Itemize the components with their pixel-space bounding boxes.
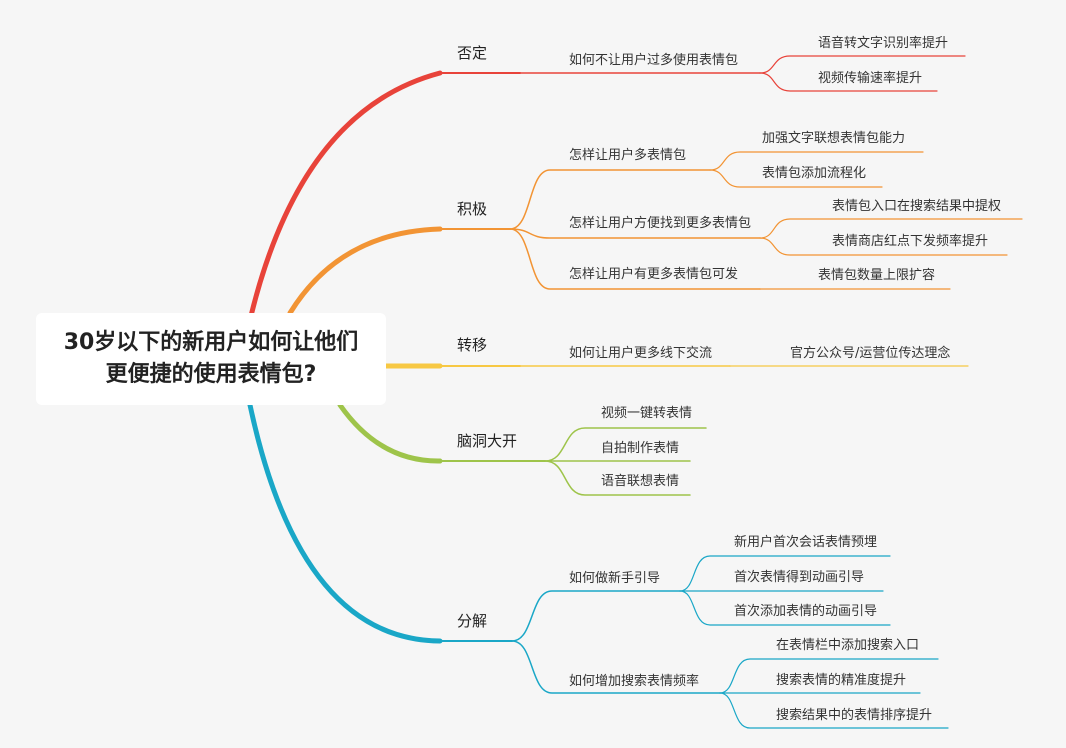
leaf-official-account[interactable]: 官方公众号/运营位传达理念 [790, 346, 951, 361]
leaf-entry-boost[interactable]: 表情包入口在搜索结果中提权 [832, 199, 1002, 214]
leaf-connector [709, 151, 924, 171]
leaf-connector [709, 169, 883, 188]
leaf-connector [679, 590, 891, 626]
topic-fouding[interactable]: 否定 [457, 44, 488, 62]
subtopic-video-to-sticker[interactable]: 视频一键转表情 [601, 406, 693, 421]
leaf-red-dot[interactable]: 表情商店红点下发频率提升 [832, 234, 989, 249]
leaf-capacity[interactable]: 表情包数量上限扩容 [818, 268, 936, 283]
branch-trunk [247, 70, 443, 323]
root-topic-title: 30岁以下的新用户如何让他们更便捷的使用表情包? [63, 330, 359, 387]
leaf-connector [719, 692, 949, 729]
leaf-search-ranking[interactable]: 搜索结果中的表情排序提升 [776, 708, 933, 723]
subtopic-connector [511, 640, 721, 694]
leaf-connector [719, 658, 939, 694]
leaf-connector [759, 72, 938, 92]
leaf-video-transfer[interactable]: 视频传输速率提升 [818, 71, 923, 86]
subtopic-onboarding[interactable]: 如何做新手引导 [569, 571, 661, 586]
subtopic-search-frequency[interactable]: 如何增加搜索表情频率 [569, 674, 700, 689]
subtopic-connector [544, 460, 691, 496]
subtopic-more-stickers[interactable]: 怎样让用户多表情包 [569, 148, 687, 163]
subtopic-find-stickers[interactable]: 怎样让用户方便找到更多表情包 [569, 216, 752, 231]
leaf-search-entry[interactable]: 在表情栏中添加搜索入口 [776, 638, 920, 653]
subtopic-offline-communication[interactable]: 如何让用户更多线下交流 [569, 346, 713, 361]
subtopic-connector [511, 590, 681, 642]
leaf-add-animation[interactable]: 首次添加表情的动画引导 [734, 604, 878, 619]
topic-jiji[interactable]: 积极 [457, 200, 488, 218]
leaf-connector [679, 555, 891, 592]
leaf-first-animation[interactable]: 首次表情得到动画引导 [734, 570, 865, 585]
topic-fenjie[interactable]: 分解 [457, 612, 488, 630]
subtopic-connector [544, 427, 707, 462]
leaf-text-association[interactable]: 加强文字联想表情包能力 [762, 131, 906, 146]
leaf-add-flow[interactable]: 表情包添加流程化 [762, 166, 867, 181]
subtopic-voice-sticker[interactable]: 语音联想表情 [601, 474, 680, 489]
leaf-search-accuracy[interactable]: 搜索表情的精准度提升 [776, 673, 907, 688]
leaf-voice-recognition[interactable]: 语音转文字识别率提升 [818, 36, 949, 51]
branch-trunk [337, 402, 443, 464]
branch-trunk [287, 226, 443, 316]
subtopic-connector [509, 228, 761, 239]
branch-trunk [247, 402, 443, 644]
leaf-preload[interactable]: 新用户首次会话表情预埋 [734, 535, 878, 550]
leaf-connector [759, 218, 1023, 239]
subtopic-reduce-sticker-use[interactable]: 如何不让用户过多使用表情包 [569, 53, 739, 68]
root-topic[interactable]: 30岁以下的新用户如何让他们更便捷的使用表情包? [36, 313, 386, 405]
subtopic-selfie-sticker[interactable]: 自拍制作表情 [601, 441, 680, 456]
leaf-connector [759, 55, 966, 74]
topic-naodong[interactable]: 脑洞大开 [457, 432, 518, 450]
topic-zhuanyi[interactable]: 转移 [457, 336, 488, 354]
subtopic-connector [509, 228, 761, 290]
subtopic-more-to-send[interactable]: 怎样让用户有更多表情包可发 [569, 267, 739, 282]
subtopic-connector [509, 169, 711, 230]
leaf-connector [759, 237, 1008, 256]
